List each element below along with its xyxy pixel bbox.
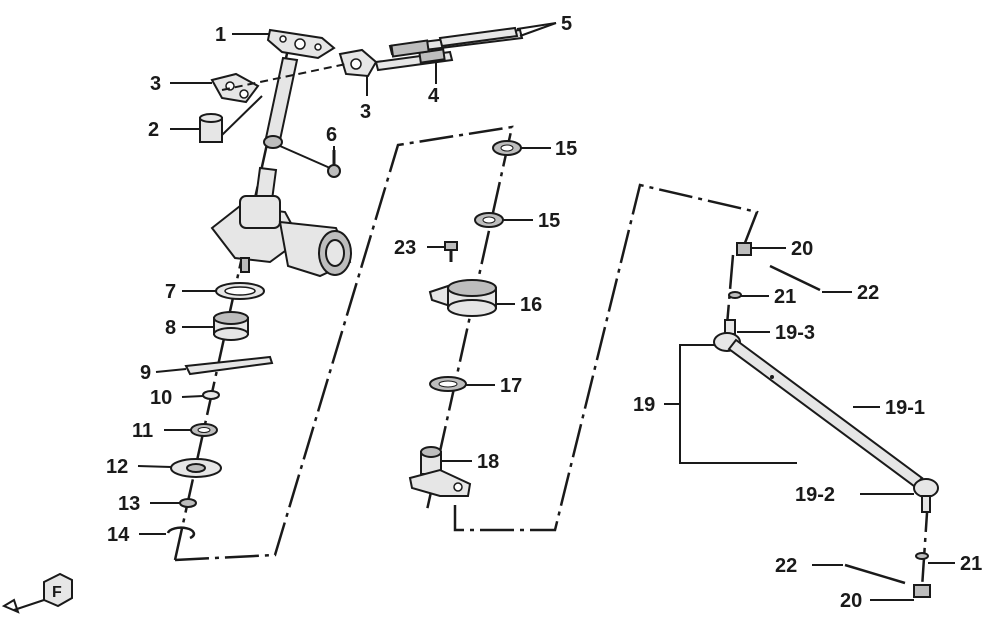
part-20-nut-top — [736, 242, 752, 256]
callout-19: 19 — [633, 394, 655, 416]
front-direction-label: F — [52, 584, 62, 601]
part-3-link-end-right — [338, 48, 378, 78]
part-10-washer — [202, 390, 220, 400]
part-12-dust-seal — [170, 458, 222, 478]
callout-3-right: 3 — [360, 101, 371, 123]
callout-21-top: 21 — [774, 286, 796, 308]
part-19-2-ball-joint — [913, 478, 939, 513]
callout-12: 12 — [106, 456, 128, 478]
part-21-washer-bottom — [915, 552, 929, 560]
part-6-bolt — [327, 150, 341, 178]
part-8-bearing — [213, 311, 249, 341]
callout-15-top: 15 — [555, 138, 577, 160]
callout-1: 1 — [215, 24, 226, 46]
callout-22-top: 22 — [857, 282, 879, 304]
front-direction-icon: F — [1, 572, 73, 614]
callout-11: 11 — [132, 420, 153, 442]
part-16-housing — [428, 279, 497, 317]
part-15-bearing-lower — [474, 212, 504, 228]
leader-lines — [137, 22, 955, 601]
callout-21-bottom: 21 — [960, 553, 982, 575]
steering-gearbox-motor — [210, 166, 352, 278]
callout-20-top: 20 — [791, 238, 813, 260]
callout-19-1: 19-1 — [885, 397, 925, 419]
callout-14: 14 — [107, 524, 130, 546]
tie-rod-assembly-bracket — [679, 344, 797, 464]
part-1-steering-plate — [266, 28, 336, 60]
part-11-bearing-ring — [190, 423, 218, 437]
link-axis-dashed — [221, 63, 347, 91]
part-7-ring — [215, 282, 265, 300]
part-22-cotter-pin-top — [769, 264, 821, 292]
part-5-rods — [388, 26, 524, 58]
callout-19-3: 19-3 — [775, 322, 815, 344]
callout-7: 7 — [165, 281, 176, 303]
callout-15-lower: 15 — [538, 210, 560, 232]
part-18-pitman-arm — [408, 446, 472, 497]
callout-6: 6 — [326, 124, 337, 146]
part-15-bearing-top — [492, 140, 522, 156]
callout-19-2: 19-2 — [795, 484, 835, 506]
part-23-bolt — [444, 241, 458, 262]
callout-2: 2 — [148, 119, 159, 141]
part-17-seal — [429, 376, 467, 392]
part-2-bushing — [199, 113, 223, 143]
callout-labels: 1 3 3 4 5 2 6 7 8 9 10 11 12 13 14 15 15… — [106, 13, 982, 612]
callout-8: 8 — [165, 317, 176, 339]
callout-17: 17 — [500, 375, 522, 397]
callout-23: 23 — [394, 237, 416, 259]
part-20-nut-bottom — [913, 584, 931, 598]
callout-10: 10 — [150, 387, 172, 409]
part-9-cable-tie — [184, 355, 274, 376]
callout-16: 16 — [520, 294, 542, 316]
callout-18: 18 — [477, 451, 499, 473]
callout-9: 9 — [140, 362, 151, 384]
callout-20-bottom: 20 — [840, 590, 862, 612]
callout-22-bottom: 22 — [775, 555, 797, 577]
callout-4: 4 — [428, 85, 440, 107]
callout-3-left: 3 — [150, 73, 161, 95]
part-22-cotter-pin-bottom — [844, 563, 906, 585]
part-21-washer-top — [728, 291, 742, 299]
steering-shaft-upper — [263, 56, 299, 149]
part-13-washer — [179, 498, 197, 508]
part-14-circlip — [166, 526, 196, 540]
callout-5: 5 — [561, 13, 572, 35]
callout-13: 13 — [118, 493, 140, 515]
